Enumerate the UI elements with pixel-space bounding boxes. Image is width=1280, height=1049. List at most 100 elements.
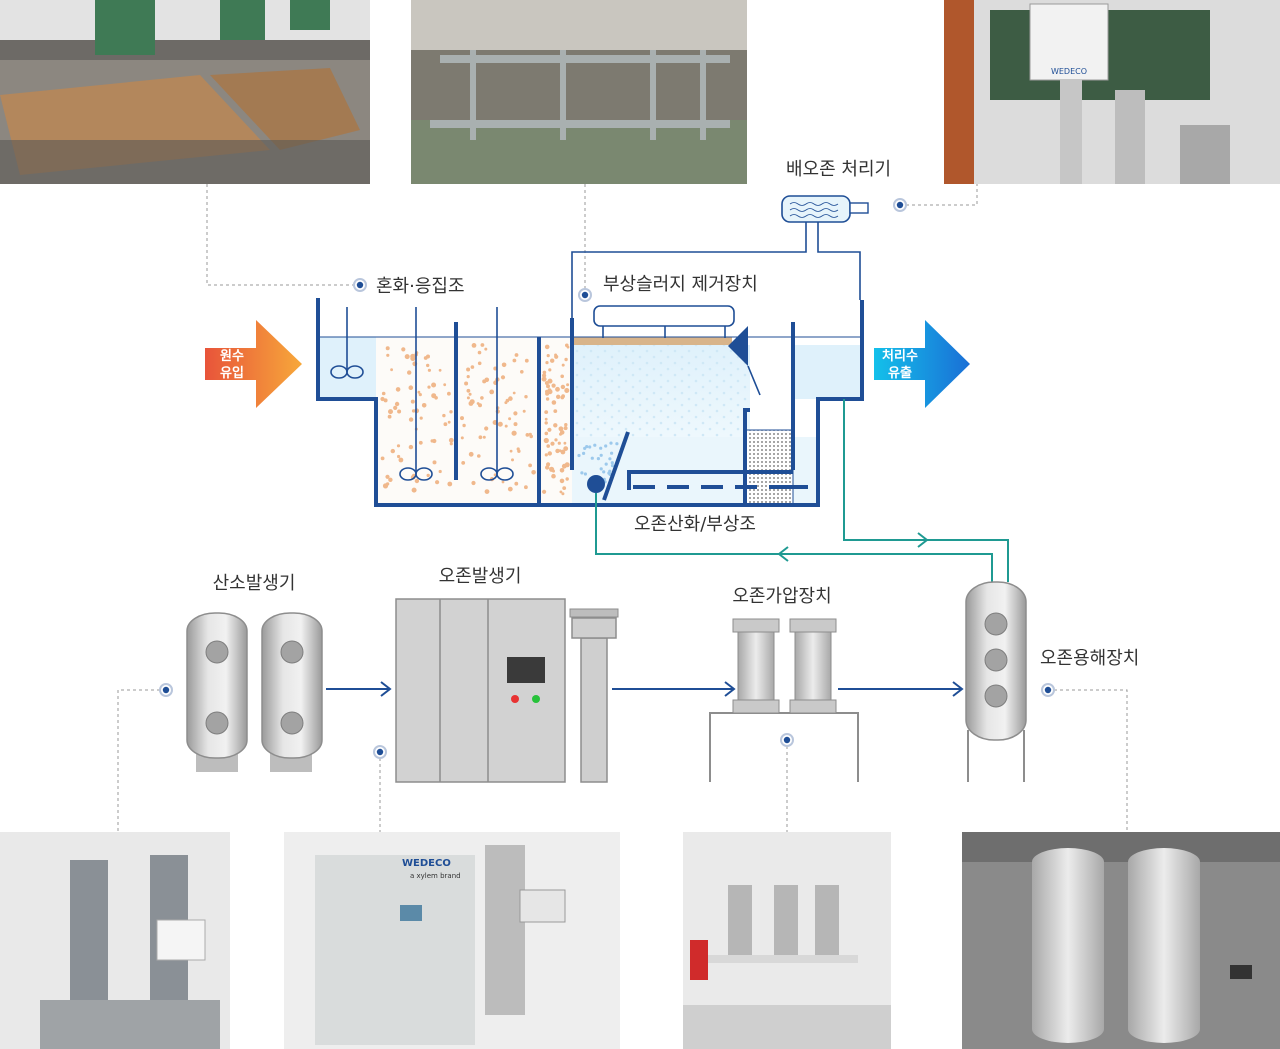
floc-particle bbox=[560, 374, 564, 379]
floc-particle bbox=[548, 368, 552, 372]
floc-particle bbox=[404, 354, 410, 360]
ozone-gen-brand-sublabel: a xylem brand bbox=[410, 872, 461, 880]
floc-particle bbox=[480, 396, 484, 400]
oxygen-generator-unit bbox=[186, 612, 323, 772]
floc-particle bbox=[551, 400, 557, 405]
floc-particle bbox=[504, 424, 508, 428]
floc-particle bbox=[482, 435, 486, 439]
floc-particle bbox=[545, 389, 549, 394]
floc-particle bbox=[435, 480, 440, 485]
floc-particle bbox=[407, 370, 412, 375]
floc-particle bbox=[546, 354, 550, 358]
floc-particle bbox=[418, 440, 423, 445]
floc-particle bbox=[505, 398, 510, 403]
floc-particle bbox=[432, 460, 437, 465]
floc-particle bbox=[466, 396, 470, 400]
floc-particle bbox=[559, 468, 565, 473]
floc-particle bbox=[388, 409, 393, 415]
micro-bubble bbox=[599, 467, 603, 471]
floc-particle bbox=[423, 356, 428, 360]
floc-particle bbox=[544, 421, 548, 425]
floc-particle bbox=[559, 490, 563, 494]
floc-particle bbox=[388, 477, 393, 482]
floc-particle bbox=[431, 382, 437, 388]
floc-particle bbox=[449, 442, 453, 446]
floc-particle bbox=[401, 347, 406, 352]
micro-bubble bbox=[610, 461, 614, 465]
floc-particle bbox=[528, 463, 532, 468]
floc-particle bbox=[408, 417, 414, 422]
floc-particle bbox=[480, 343, 485, 347]
floc-particle bbox=[561, 463, 567, 469]
floc-particle bbox=[470, 365, 475, 369]
floc-particle bbox=[484, 489, 490, 494]
floc-particle bbox=[507, 486, 513, 492]
floc-particle bbox=[556, 394, 561, 399]
floc-particle bbox=[545, 397, 550, 401]
floc-particle bbox=[381, 391, 386, 396]
floc-particle bbox=[514, 481, 519, 486]
floc-particle bbox=[512, 358, 517, 363]
sludge-remover-label: 부상슬러지 제거장치 bbox=[603, 274, 758, 295]
ozone-injection-nozzle bbox=[587, 475, 605, 493]
ozone-off-gas-label: 배오존 처리기 bbox=[786, 159, 891, 180]
floc-particle bbox=[396, 444, 401, 448]
floc-particle bbox=[484, 426, 489, 431]
photo-sludge-remover bbox=[411, 0, 747, 184]
micro-bubble bbox=[599, 453, 603, 457]
floc-particle bbox=[565, 477, 569, 481]
photo-panel-brand-label: WEDECO bbox=[1051, 67, 1087, 76]
ozone-generator-label: 오존발생기 bbox=[439, 566, 522, 587]
floc-particle bbox=[545, 361, 549, 365]
floc-particle bbox=[460, 436, 464, 440]
floc-particle bbox=[551, 473, 556, 479]
photo-ozone-booster bbox=[683, 832, 891, 1049]
floc-particle bbox=[477, 361, 482, 366]
mixer-icon bbox=[330, 307, 364, 379]
floc-particle bbox=[557, 441, 561, 445]
floc-particle bbox=[426, 473, 430, 478]
floc-particle bbox=[448, 437, 454, 443]
micro-bubble bbox=[596, 457, 601, 461]
micro-bubble bbox=[588, 445, 592, 449]
mixer-icon bbox=[399, 307, 433, 481]
floc-particle bbox=[544, 453, 548, 457]
micro-bubble bbox=[604, 462, 608, 466]
floc-particle bbox=[563, 426, 568, 431]
floc-particle bbox=[509, 449, 513, 453]
floc-particle bbox=[560, 395, 565, 400]
inflow-label-line2: 유입 bbox=[220, 366, 244, 381]
micro-bubble bbox=[610, 464, 615, 468]
floc-particle bbox=[385, 346, 390, 351]
floc-particle bbox=[522, 409, 526, 413]
sludge-scraper bbox=[593, 305, 735, 338]
floc-particle bbox=[542, 373, 547, 378]
floc-particle bbox=[524, 395, 528, 399]
floc-particle bbox=[397, 409, 402, 414]
floc-particle bbox=[438, 469, 442, 474]
ozone-dissolver-unit bbox=[965, 581, 1027, 782]
floc-particle bbox=[421, 403, 427, 408]
micro-bubble bbox=[599, 446, 603, 450]
filter-media bbox=[744, 429, 794, 506]
off-gas-unit bbox=[571, 195, 869, 318]
micro-bubble bbox=[607, 471, 611, 475]
floc-particle bbox=[469, 399, 475, 405]
floc-particle bbox=[468, 392, 472, 396]
micro-bubble bbox=[615, 442, 619, 446]
floc-particle bbox=[560, 449, 566, 455]
floc-particle bbox=[431, 393, 437, 399]
floc-particle bbox=[544, 417, 548, 421]
floc-particle bbox=[427, 368, 431, 372]
oxygen-generator-label: 산소발생기 bbox=[213, 573, 296, 594]
floc-particle bbox=[449, 410, 453, 414]
floc-particle bbox=[547, 427, 552, 432]
floc-particle bbox=[544, 410, 549, 414]
floc-particle bbox=[387, 414, 392, 419]
floc-particle bbox=[516, 447, 520, 451]
floc-particle bbox=[543, 437, 549, 444]
micro-bubble bbox=[602, 470, 606, 474]
ozone-generator-unit bbox=[395, 598, 619, 783]
floc-particle bbox=[508, 396, 513, 401]
micro-bubble bbox=[609, 441, 613, 445]
